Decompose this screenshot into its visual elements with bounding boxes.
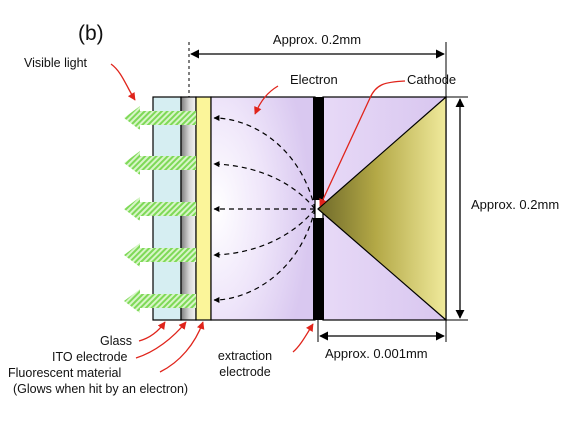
glass-pointer [138,321,166,342]
glass-label: Glass [100,334,132,348]
electron-pointer [254,85,279,115]
light-arrow-3 [124,197,196,221]
top-dimension [188,42,447,97]
electron-label: Electron [290,72,338,87]
right-dimension-label: Approx. 0.2mm [471,197,559,212]
fluorescent-pointer [159,321,205,373]
bottom-dimension [317,320,447,342]
extraction-electrode-pointer [292,323,314,353]
right-dimension [446,96,468,321]
bottom-dimension-label: Approx. 0.001mm [325,346,428,361]
extraction-electrode-lower [313,218,324,320]
electron-trajectories [213,115,316,303]
electron-path-1 [213,115,316,210]
visible-light-label: Visible light [24,56,88,70]
ito-electrode-pointer [135,321,187,359]
fluorescent-material-label: Fluorescent material [8,366,121,380]
extraction-electrode-label-line2: electrode [219,365,270,379]
extraction-electrode-label-line1: extraction [218,349,272,363]
fluorescent-layer [195,96,212,321]
panel-label: (b) [78,22,104,45]
light-arrow-2 [124,151,196,175]
visible-light-pointer [110,63,136,101]
ito-electrode-label: ITO electrode [52,350,128,364]
cathode-shape [317,95,447,322]
fluorescent-note-label: (Glows when hit by an electron) [13,382,188,396]
electron-path-2 [213,161,316,210]
light-arrow-1 [124,106,196,130]
visible-light-arrows [124,106,196,313]
extraction-electrode-upper [313,97,324,200]
vacuum-chamber-left [210,96,316,321]
cathode-pointer [319,80,406,207]
light-arrow-4 [124,243,196,267]
cathode-label: Cathode [407,72,456,87]
top-dimension-label: Approx. 0.2mm [273,32,361,47]
electron-path-5 [213,208,316,303]
light-arrow-5 [124,289,196,313]
electron-path-4 [213,208,316,258]
